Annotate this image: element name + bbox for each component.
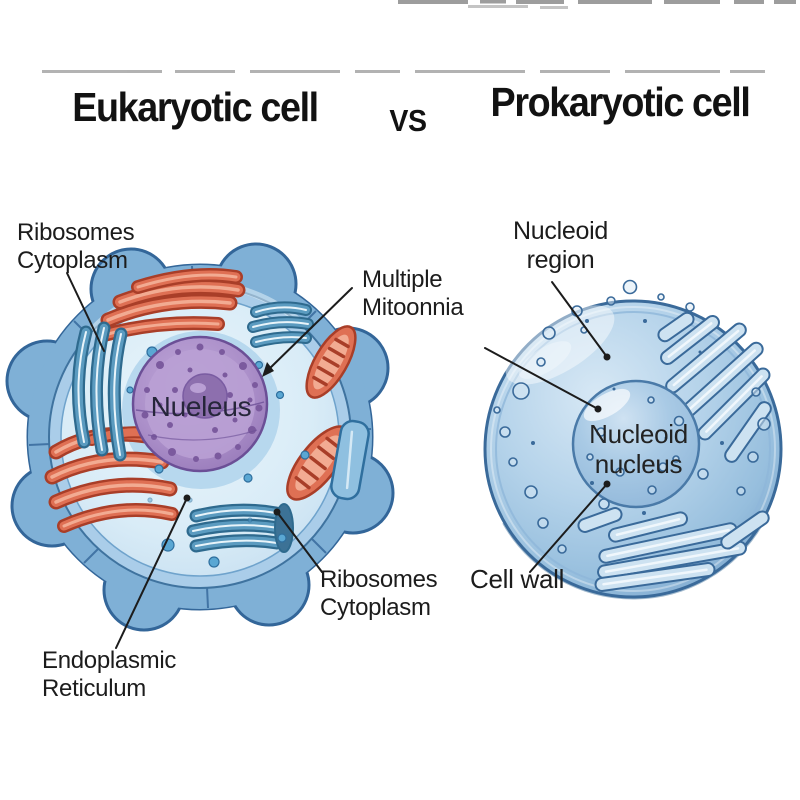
eukaryotic-cell-illustration	[5, 242, 395, 649]
leader-nucleoid-region	[551, 281, 608, 358]
vesicles-prokaryote	[493, 279, 771, 554]
ribosome-coil-bottom	[577, 507, 770, 592]
ribosome-coil-top-right	[657, 311, 772, 463]
cropped-text-artifact-row2	[42, 70, 765, 73]
nucleoid-highlight	[583, 388, 631, 422]
prokaryotic-cell-illustration	[482, 279, 784, 600]
endoplasmic-reticulum-bottom	[186, 503, 294, 553]
label-endoplasmic-reticulum: Endoplasmic Reticulum	[42, 647, 177, 702]
leader-endoplasmic-reticulum	[115, 497, 188, 649]
leader-nucleoid	[484, 347, 599, 410]
leader-mitochondria	[265, 287, 353, 373]
label-ribosomes-cytoplasm-bottom: Ribosomes Cytoplasm	[320, 566, 438, 621]
label-ribosomes-cytoplasm-top: Ribosomes Cytoplasm	[17, 219, 135, 274]
nucleus	[131, 335, 269, 473]
mitochondrion-right-upper	[305, 325, 357, 399]
prokaryotic-title: Prokaryotic cell	[490, 79, 751, 125]
cropped-text-artifact-top	[398, 0, 796, 9]
label-nucleus: Nueleus	[150, 391, 252, 422]
leader-ribosomes-top	[66, 272, 105, 352]
leader-cell-wall	[529, 483, 608, 573]
label-cell-wall: Cell wall	[470, 564, 565, 594]
leader-ribosomes-bottom	[276, 511, 323, 573]
leader-lines-eukaryote	[66, 272, 353, 649]
mitochondrion-right-lower	[286, 425, 350, 501]
vs-text: VS	[389, 103, 427, 138]
cell-highlight	[505, 305, 615, 385]
leader-lines-prokaryote	[484, 281, 611, 573]
endoplasmic-reticulum-left	[71, 321, 128, 462]
label-multiple-mitochondria: Multiple Mitoonnia	[362, 266, 464, 321]
arrowhead-mitochondria	[262, 362, 274, 377]
nucleoid	[571, 379, 701, 509]
endoplasmic-reticulum-top-right	[247, 301, 314, 348]
label-nucleoid-region: Nucleoid region	[513, 217, 608, 274]
vesicle-slab-right	[330, 419, 370, 501]
eukaryotic-title: Eukaryotic cell	[72, 84, 319, 130]
label-nucleoid-nucleus: Nucleoid nucleus	[589, 419, 688, 480]
speck-dots-prokaryote	[531, 319, 724, 515]
